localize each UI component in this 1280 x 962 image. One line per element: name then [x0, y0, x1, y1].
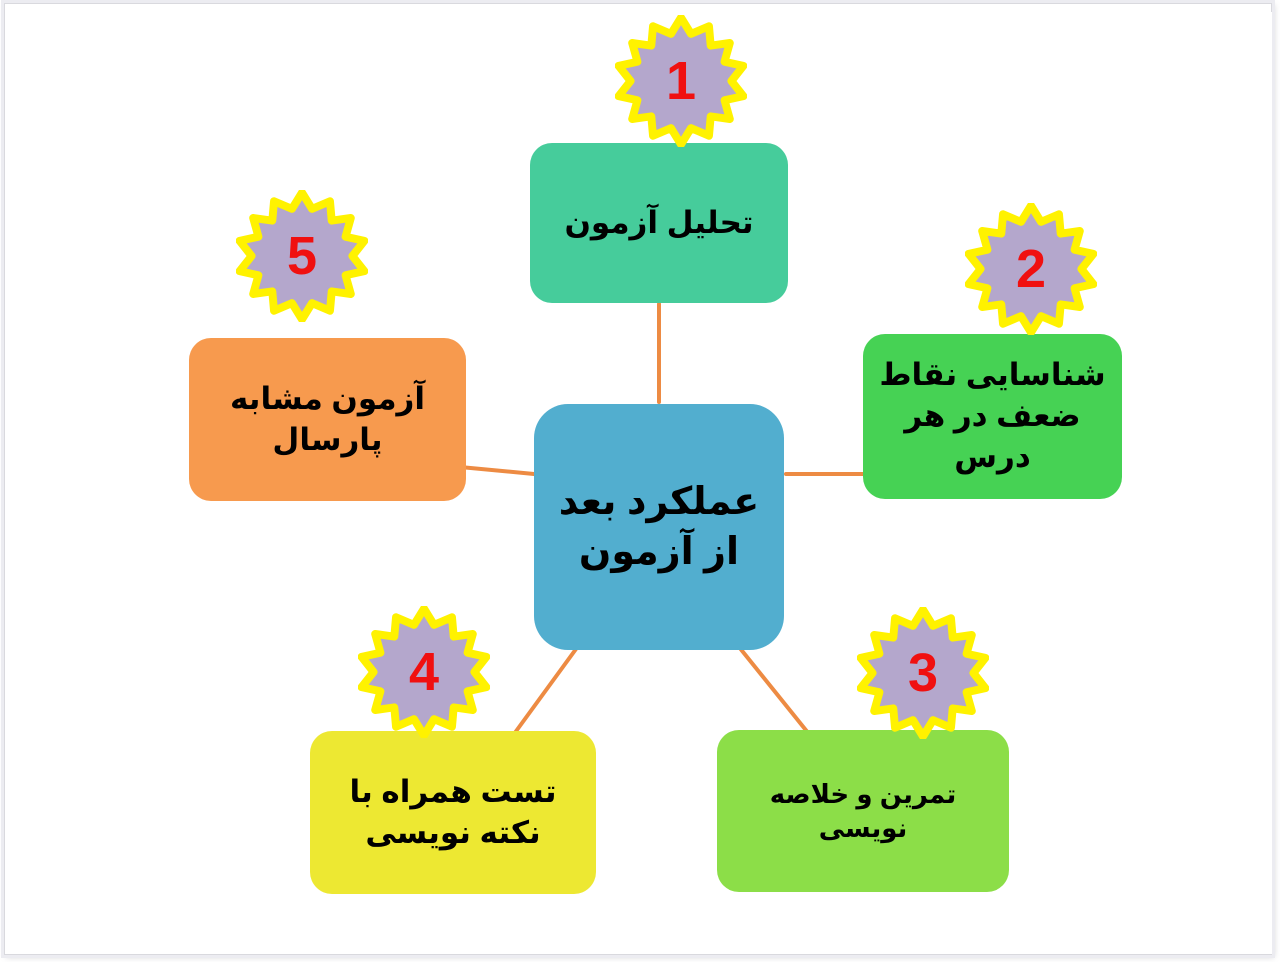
branch-node-4[interactable]: تست همراه با نکته نویسی: [310, 731, 596, 894]
branch-node-5[interactable]: آزمون مشابه پارسال: [189, 338, 466, 501]
badge-3[interactable]: 3: [857, 607, 989, 739]
star-badge-shape-5: [236, 190, 368, 322]
center-node[interactable]: عملکرد بعد از آزمون: [534, 404, 784, 650]
branch-node-2[interactable]: شناسایی نقاط ضعف در هر درس: [863, 334, 1122, 499]
star-badge-shape-2: [965, 203, 1097, 335]
badge-4[interactable]: 4: [358, 606, 490, 738]
badge-4-number: 4: [408, 642, 440, 702]
badge-5[interactable]: 5: [236, 190, 368, 322]
star-icon: [358, 606, 490, 738]
star-icon: [965, 203, 1097, 335]
branch-node-1[interactable]: تحلیل آزمون: [530, 143, 788, 303]
badge-1[interactable]: 1: [615, 15, 747, 147]
badge-2[interactable]: 2: [965, 203, 1097, 335]
badge-3-number: 3: [907, 643, 939, 703]
badge-1-number: 1: [665, 51, 697, 111]
branch-node-2-label: شناسایی نقاط ضعف در هر درس: [879, 357, 1106, 474]
star-icon: [615, 15, 747, 147]
star-badge-shape-3: [857, 607, 989, 739]
branch-node-3[interactable]: تمرین و خلاصه نویسی: [717, 730, 1009, 892]
slide-frame: عملکرد بعد از آزمون تحلیل آزمون شناسایی …: [4, 3, 1272, 955]
branch-node-5-label: آزمون مشابه پارسال: [230, 380, 425, 457]
connector-center-to-4: [512, 647, 578, 736]
slide-canvas: عملکرد بعد از آزمون تحلیل آزمون شناسایی …: [14, 12, 1272, 954]
star-badge-shape-1: [615, 15, 747, 147]
star-badge-shape-4: [358, 606, 490, 738]
connector-center-to-3: [737, 645, 811, 736]
star-icon: [236, 190, 368, 322]
connector-center-to-5: [458, 465, 536, 476]
branch-node-1-label: تحلیل آزمون: [564, 204, 754, 240]
badge-2-number: 2: [1015, 239, 1047, 299]
center-node-label: عملکرد بعد از آزمون: [558, 480, 760, 573]
star-icon: [857, 607, 989, 739]
branch-node-3-label: تمرین و خلاصه نویسی: [769, 778, 957, 843]
badge-5-number: 5: [286, 226, 318, 286]
branch-node-4-label: تست همراه با نکته نویسی: [349, 773, 557, 850]
